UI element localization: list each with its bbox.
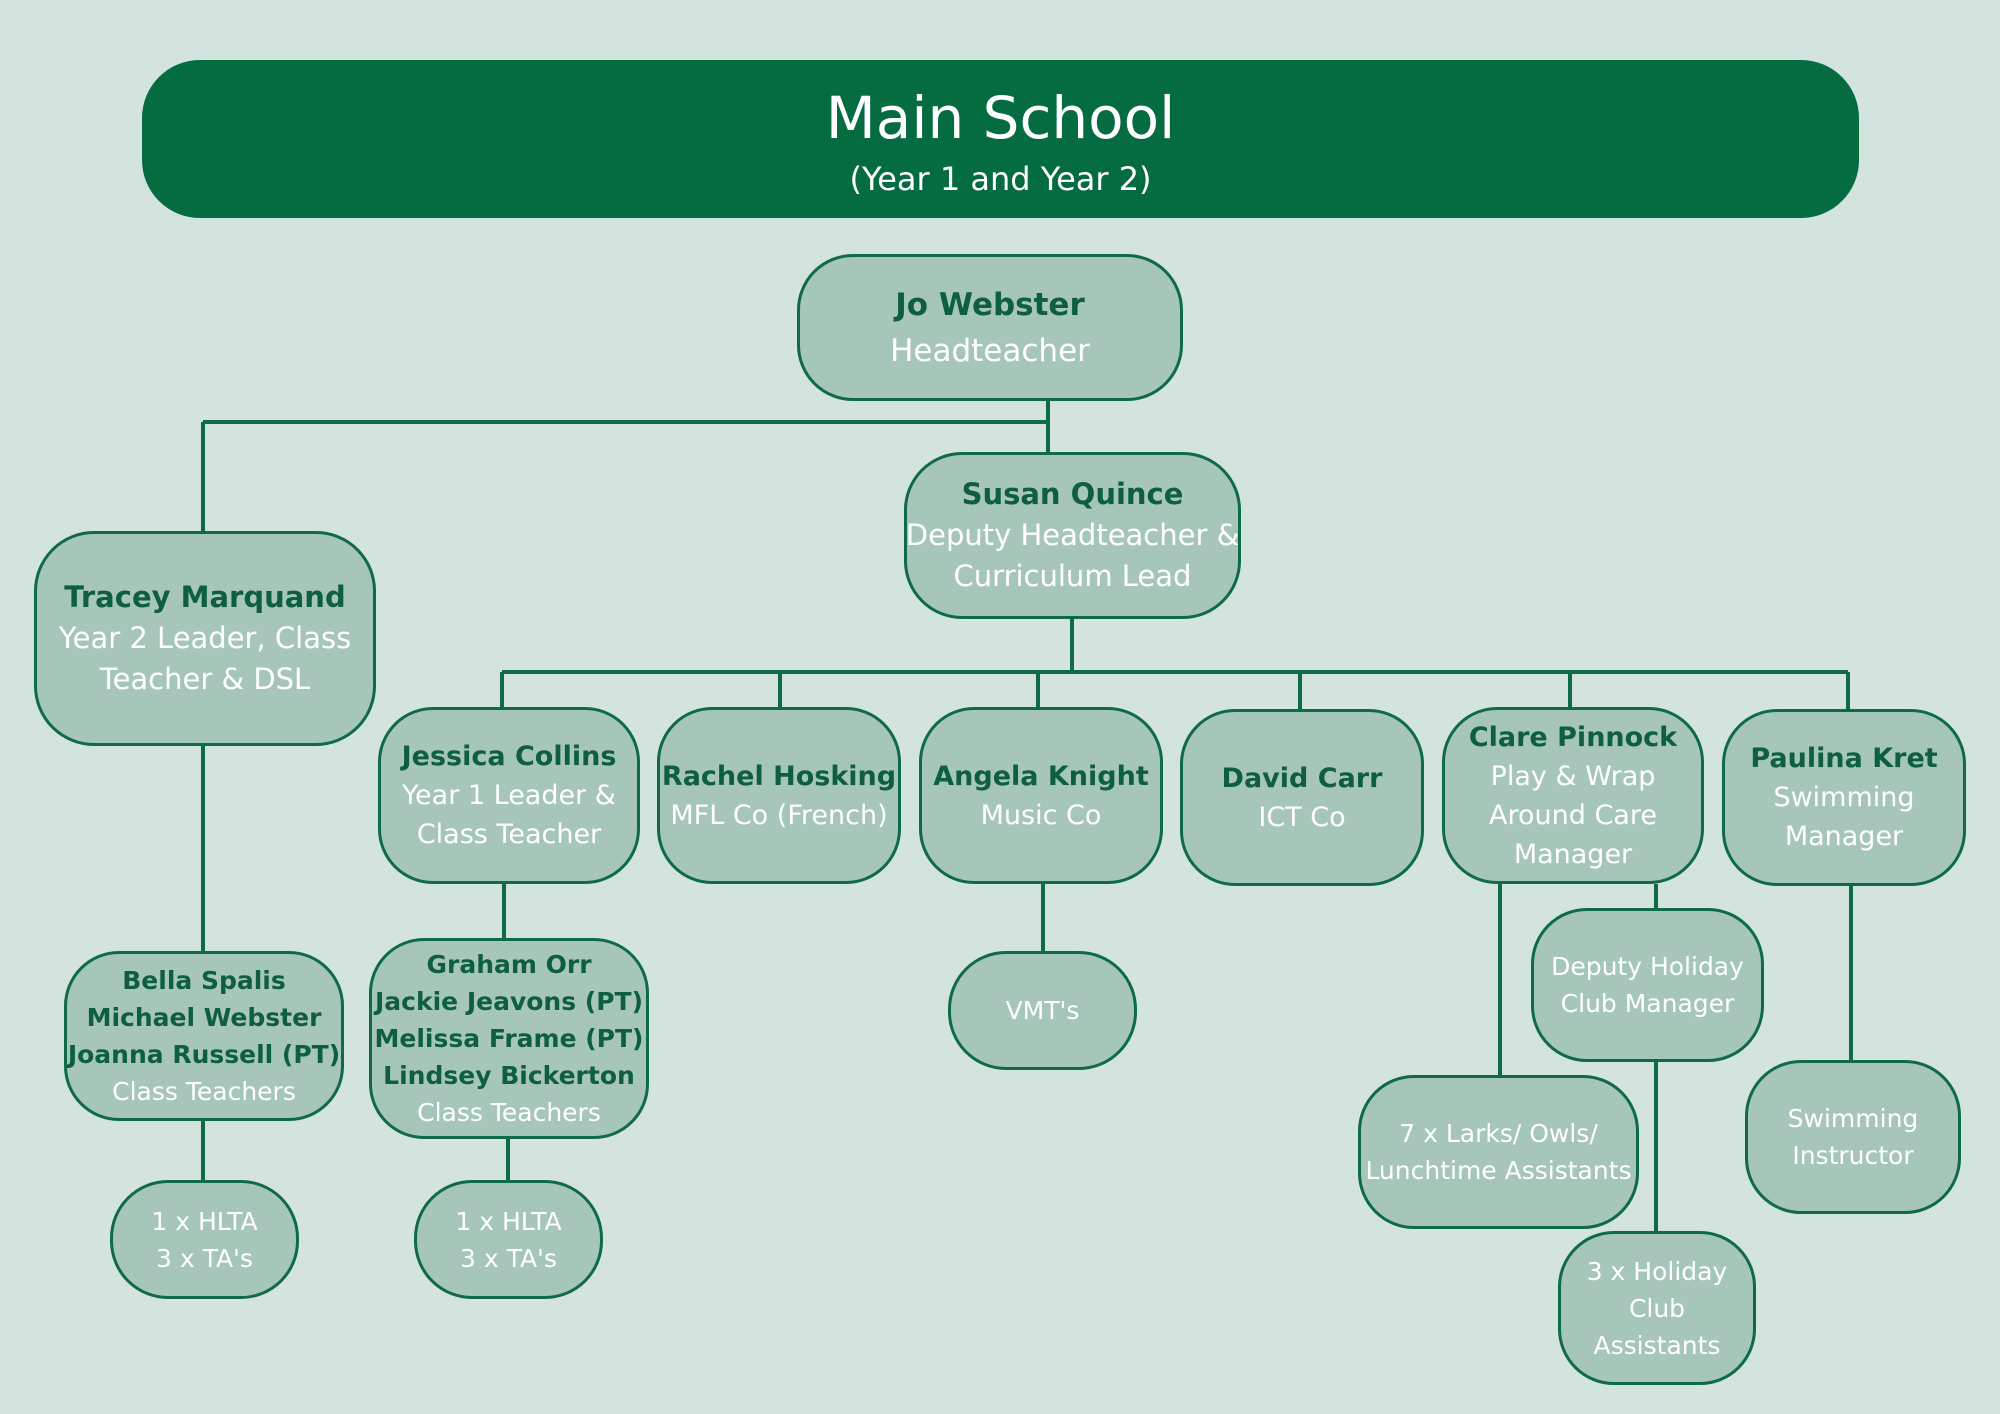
node-name: Angela Knight [933,760,1149,792]
node-name: Lindsey Bickerton [383,1061,635,1090]
node-role: Curriculum Lead [953,559,1192,593]
node-name: Michael Webster [86,1003,322,1032]
node-name: Rachel Hosking [661,760,897,792]
node-role: Headteacher [890,332,1090,369]
node-role: Deputy Headteacher & [905,518,1240,552]
node-role: Club Manager [1560,989,1735,1018]
node-role: Class Teachers [417,1098,601,1127]
node-role: MFL Co (French) [670,799,888,831]
node-rachel-hosking: Rachel Hosking MFL Co (French) [657,707,901,884]
node-role: Class Teacher [416,819,602,850]
node-name: Bella Spalis [122,966,286,995]
node-role: Swimming [1773,782,1915,813]
page-subtitle: (Year 1 and Year 2) [849,160,1152,198]
node-role: Lunchtime Assistants [1365,1156,1632,1185]
node-paulina-kret: Paulina Kret Swimming Manager [1722,709,1966,886]
node-role: Play & Wrap [1490,760,1656,792]
node-name: Jessica Collins [401,741,617,772]
node-role: Class Teachers [112,1077,296,1106]
node-role: 3 x TA's [156,1243,253,1273]
node-deputy-holiday-club-manager: Deputy Holiday Club Manager [1531,908,1764,1062]
node-name: Graham Orr [426,950,592,979]
node-jo-webster: Jo Webster Headteacher [797,254,1183,401]
node-name: Melissa Frame (PT) [374,1024,644,1053]
node-role: Around Care [1489,799,1657,831]
node-jessica-collins: Jessica Collins Year 1 Leader & Class Te… [378,707,640,884]
node-name: Susan Quince [961,477,1184,511]
node-role: Swimming [1787,1104,1919,1133]
node-role: 3 x Holiday [1586,1256,1728,1286]
node-name: Joanna Russell (PT) [67,1040,341,1069]
node-holiday-club-assistants: 3 x Holiday Club Assistants [1558,1231,1756,1385]
node-name: Paulina Kret [1750,743,1938,774]
node-role: Instructor [1792,1141,1914,1170]
node-name: Clare Pinnock [1468,721,1678,753]
node-role: Year 2 Leader, Class [58,621,352,655]
node-year1-class-teachers: Graham Orr Jackie Jeavons (PT) Melissa F… [369,938,649,1139]
node-role: Year 1 Leader & [402,780,616,811]
node-name: Tracey Marquand [64,580,346,614]
node-david-carr: David Carr ICT Co [1180,709,1424,886]
node-role: Manager [1513,838,1633,870]
node-name: Jo Webster [895,286,1085,323]
node-year2-class-teachers: Bella Spalis Michael Webster Joanna Russ… [64,951,344,1121]
node-role: ICT Co [1258,801,1346,833]
node-role: 1 x HLTA [151,1206,258,1236]
node-role: Deputy Holiday [1551,952,1744,981]
node-swimming-instructor: Swimming Instructor [1745,1060,1961,1214]
node-role: Assistants [1593,1330,1721,1360]
node-clare-pinnock: Clare Pinnock Play & Wrap Around Care Ma… [1442,707,1704,884]
node-tracey-marquand: Tracey Marquand Year 2 Leader, Class Tea… [34,531,376,746]
node-role: Music Co [980,799,1102,831]
header-banner: Main School (Year 1 and Year 2) [142,60,1859,218]
node-susan-quince: Susan Quince Deputy Headteacher & Curric… [904,452,1241,619]
node-year2-support-staff: 1 x HLTA 3 x TA's [110,1180,299,1299]
node-name: David Carr [1221,762,1383,794]
node-role: 3 x TA's [460,1243,557,1273]
node-role: 7 x Larks/ Owls/ [1399,1119,1598,1148]
node-year1-support-staff: 1 x HLTA 3 x TA's [414,1180,603,1299]
node-role: VMT's [1005,996,1080,1025]
node-role: 1 x HLTA [455,1206,562,1236]
node-role: Manager [1784,821,1904,852]
node-vmts: VMT's [948,951,1137,1070]
node-name: Jackie Jeavons (PT) [374,987,644,1016]
node-lunchtime-assistants: 7 x Larks/ Owls/ Lunchtime Assistants [1358,1075,1639,1229]
page-title: Main School [825,84,1176,152]
node-role: Club [1628,1293,1686,1323]
node-role: Teacher & DSL [99,662,311,696]
node-angela-knight: Angela Knight Music Co [919,707,1163,884]
